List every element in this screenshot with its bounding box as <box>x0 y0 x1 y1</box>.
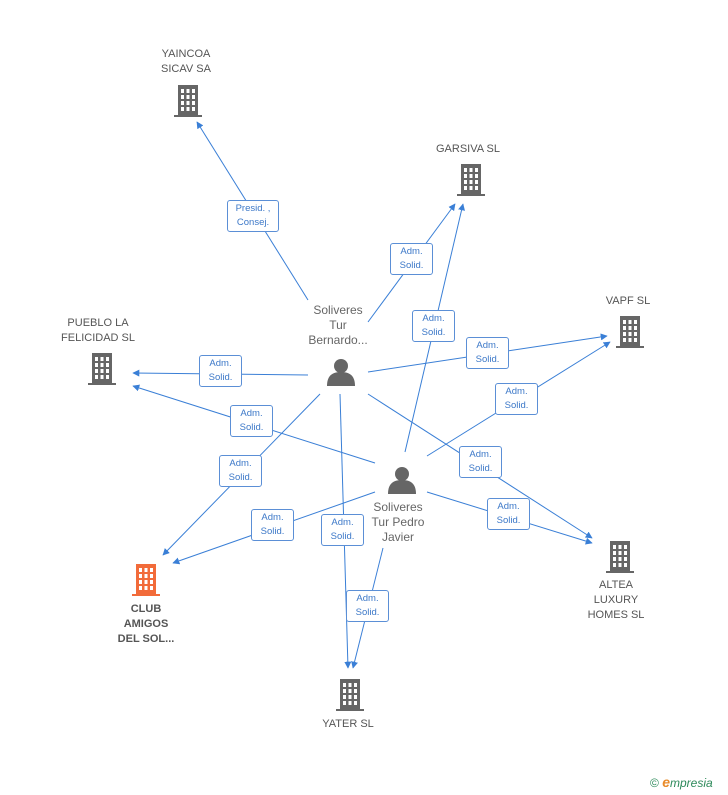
pueblo-building-icon[interactable] <box>88 353 116 385</box>
node-label-bernardo[interactable]: Soliveres Tur Bernardo... <box>308 303 368 347</box>
edge-label-adm-solid: Adm. Solid. <box>230 405 273 437</box>
vapf-building-icon[interactable] <box>616 316 644 348</box>
copyright-symbol: © <box>650 776 659 790</box>
edge-label-adm-solid: Adm. Solid. <box>251 509 294 541</box>
edge-label-adm-solid: Adm. Solid. <box>390 243 433 275</box>
edge-label-adm-solid: Adm. Solid. <box>321 514 364 546</box>
edge-label-presid-consej: Presid. , Consej. <box>227 200 279 232</box>
bernardo-person-icon[interactable] <box>327 359 355 386</box>
edge-label-adm-solid: Adm. Solid. <box>495 383 538 415</box>
empresia-watermark: © empresia <box>650 774 713 790</box>
empresia-logo-text: mpresia <box>669 776 713 790</box>
edge-label-adm-solid: Adm. Solid. <box>487 498 530 530</box>
altea-building-icon[interactable] <box>606 541 634 573</box>
edge-label-adm-solid: Adm. Solid. <box>412 310 455 342</box>
node-label-yaincoa[interactable]: YAINCOA SICAV SA <box>161 48 211 75</box>
edge-label-adm-solid: Adm. Solid. <box>346 590 389 622</box>
yater-building-icon[interactable] <box>336 679 364 711</box>
empresia-logo-e: e <box>662 774 670 790</box>
club-building-icon[interactable] <box>132 564 160 596</box>
yaincoa-building-icon[interactable] <box>174 85 202 117</box>
edge-label-adm-solid: Adm. Solid. <box>466 337 509 369</box>
node-label-pueblo[interactable]: PUEBLO LA FELICIDAD SL <box>61 317 135 344</box>
pedro-person-icon[interactable] <box>388 467 416 494</box>
node-label-vapf[interactable]: VAPF SL <box>605 295 651 307</box>
node-label-altea[interactable]: ALTEA LUXURY HOMES SL <box>587 579 645 621</box>
edge-label-adm-solid: Adm. Solid. <box>219 455 262 487</box>
node-label-yater[interactable]: YATER SL <box>322 718 374 730</box>
edge-label-adm-solid: Adm. Solid. <box>199 355 242 387</box>
node-label-pedro[interactable]: Soliveres Tur Pedro Javier <box>371 500 425 544</box>
node-label-garsiva[interactable]: GARSIVA SL <box>436 143 500 155</box>
edge-label-adm-solid: Adm. Solid. <box>459 446 502 478</box>
node-label-club[interactable]: CLUB AMIGOS DEL SOL... <box>117 603 175 645</box>
edges <box>132 121 611 669</box>
garsiva-building-icon[interactable] <box>457 164 485 196</box>
